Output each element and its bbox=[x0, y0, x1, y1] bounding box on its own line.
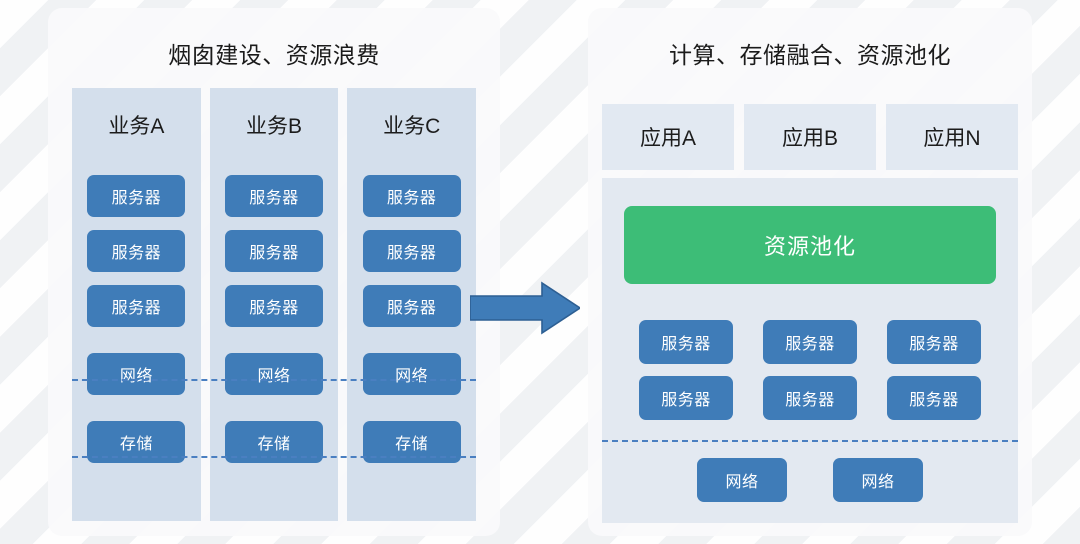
server-box[interactable]: 服务器 bbox=[87, 175, 186, 217]
left-panel-siloed-architecture: 烟囱建设、资源浪费 业务A 服务器 服务器 服务器 网络 存储 业务B 服务器 … bbox=[48, 8, 500, 536]
silo-header-label: 业务A bbox=[108, 115, 165, 138]
silo-column-business-b[interactable]: 业务B 服务器 服务器 服务器 网络 存储 bbox=[209, 88, 339, 521]
compute-network-divider bbox=[72, 379, 476, 381]
network-storage-divider bbox=[72, 456, 476, 458]
server-box[interactable]: 服务器 bbox=[763, 376, 857, 420]
network-box[interactable]: 网络 bbox=[697, 458, 787, 502]
server-box[interactable]: 服务器 bbox=[362, 230, 461, 272]
application-box[interactable]: 应用B bbox=[744, 104, 876, 170]
server-box[interactable]: 服务器 bbox=[225, 175, 323, 217]
application-box[interactable]: 应用A bbox=[602, 104, 734, 170]
silo-column-group: 业务A 服务器 服务器 服务器 网络 存储 业务B 服务器 服务器 服务器 网络… bbox=[72, 88, 477, 521]
server-box[interactable]: 服务器 bbox=[87, 230, 186, 272]
server-box[interactable]: 服务器 bbox=[887, 376, 981, 420]
silo-header-label: 业务B bbox=[246, 115, 303, 138]
server-box[interactable]: 服务器 bbox=[87, 285, 186, 327]
network-box[interactable]: 网络 bbox=[362, 353, 461, 395]
application-row: 应用A 应用B 应用N bbox=[602, 104, 1018, 170]
pooled-server-grid: 服务器 服务器 服务器 服务器 服务器 服务器 bbox=[624, 320, 996, 420]
silo-header-label: 业务C bbox=[383, 115, 441, 138]
server-box[interactable]: 服务器 bbox=[639, 376, 733, 420]
server-box[interactable]: 服务器 bbox=[763, 320, 857, 364]
compute-network-divider bbox=[602, 440, 1018, 442]
server-box[interactable]: 服务器 bbox=[225, 285, 323, 327]
server-box[interactable]: 服务器 bbox=[887, 320, 981, 364]
network-box[interactable]: 网络 bbox=[225, 353, 323, 395]
server-box[interactable]: 服务器 bbox=[225, 230, 323, 272]
pooled-network-row: 网络 网络 bbox=[624, 458, 996, 502]
right-panel-converged-architecture: 计算、存储融合、资源池化 应用A 应用B 应用N 资源池化 服务器 服务器 服务… bbox=[588, 8, 1032, 536]
network-box[interactable]: 网络 bbox=[87, 353, 186, 395]
silo-body: 服务器 服务器 服务器 网络 存储 bbox=[347, 162, 476, 463]
network-box[interactable]: 网络 bbox=[833, 458, 923, 502]
left-panel-title: 烟囱建设、资源浪费 bbox=[168, 42, 380, 68]
server-box[interactable]: 服务器 bbox=[639, 320, 733, 364]
silo-column-business-c[interactable]: 业务C 服务器 服务器 服务器 网络 存储 bbox=[347, 88, 477, 521]
transition-arrow bbox=[469, 281, 582, 335]
server-box[interactable]: 服务器 bbox=[362, 175, 461, 217]
silo-body: 服务器 服务器 服务器 网络 存储 bbox=[72, 162, 201, 463]
silo-body: 服务器 服务器 服务器 网络 存储 bbox=[210, 162, 339, 463]
server-box[interactable]: 服务器 bbox=[362, 285, 461, 327]
resource-pool-container: 资源池化 服务器 服务器 服务器 服务器 服务器 服务器 网络 网络 bbox=[602, 178, 1018, 523]
resource-pool-bar[interactable]: 资源池化 bbox=[624, 206, 996, 284]
application-box[interactable]: 应用N bbox=[886, 104, 1018, 170]
right-panel-title: 计算、存储融合、资源池化 bbox=[669, 42, 951, 68]
